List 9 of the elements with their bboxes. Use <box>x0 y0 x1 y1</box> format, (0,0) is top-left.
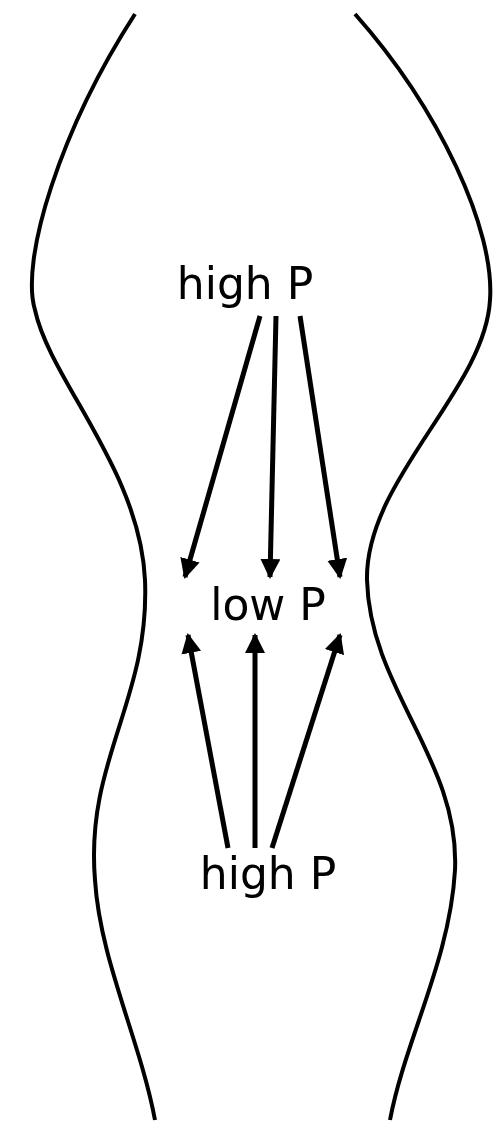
arrow <box>260 315 281 579</box>
arrow <box>180 315 263 579</box>
arrow <box>269 633 345 849</box>
pressure-label: high P <box>199 852 337 896</box>
pressure-label: low P <box>210 583 326 627</box>
arrow <box>297 315 348 579</box>
pressure-label: high P <box>176 262 314 306</box>
arrow <box>245 633 265 848</box>
arrow <box>181 633 231 849</box>
